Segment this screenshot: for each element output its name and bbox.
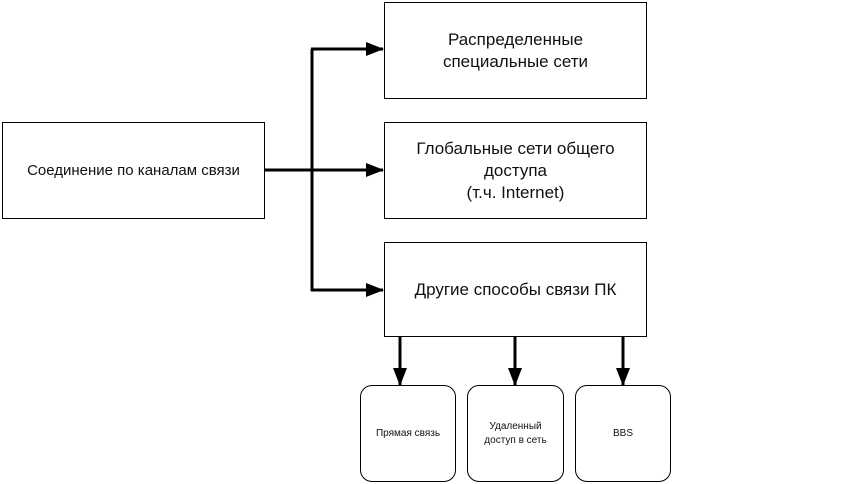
sub-node-remote-access: Удаленный доступ в сеть: [467, 385, 564, 482]
branch-node-label: Другие способы связи ПК: [414, 279, 617, 299]
sub-node-label: Прямая связь: [375, 427, 441, 439]
sub-node-label: Удаленный доступ в сеть: [484, 420, 547, 446]
branch-node-global-networks: Глобальные сети общего доступа (т.ч. Int…: [384, 122, 647, 219]
root-node: Соединение по каналам связи: [2, 122, 265, 219]
branch-node-label: Глобальные сети общего доступа (т.ч. Int…: [416, 138, 615, 202]
sub-node-label: BBS: [612, 427, 633, 439]
root-node-label: Соединение по каналам связи: [27, 161, 240, 179]
sub-node-direct-link: Прямая связь: [360, 385, 456, 482]
branch-node-distributed-networks: Распределенные специальные сети: [384, 2, 647, 99]
branch-node-label: Распределенные специальные сети: [442, 29, 589, 71]
branch-node-other-methods: Другие способы связи ПК: [384, 242, 647, 337]
sub-node-bbs: BBS: [575, 385, 671, 482]
